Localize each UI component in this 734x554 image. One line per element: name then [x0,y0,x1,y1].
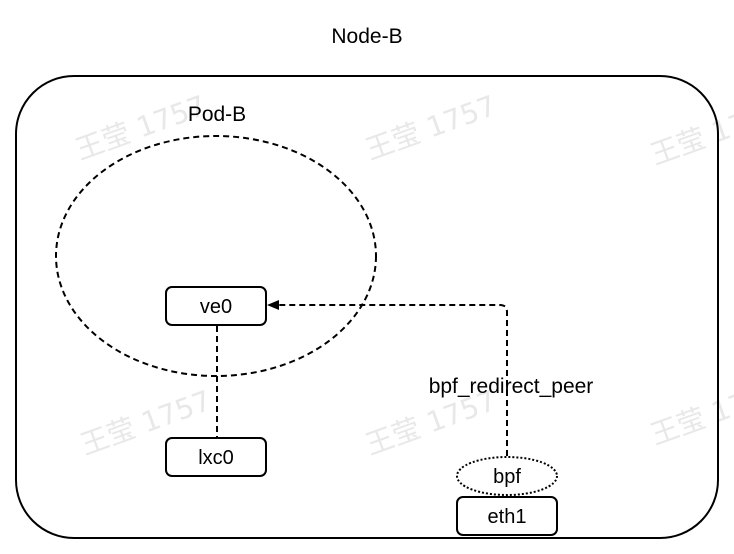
eth1-interface: eth1 [456,496,558,536]
eth1-label: eth1 [488,506,527,528]
ve0-interface: ve0 [165,286,267,326]
bpf-program: bpf [456,456,558,496]
ve0-label: ve0 [200,296,232,318]
eth1-box [456,496,558,536]
watermark-text: 王莹 1757 [646,374,734,452]
bpf-label: bpf [493,466,521,488]
node-container [15,75,719,539]
lxc0-interface: lxc0 [165,437,267,477]
ve0-box [165,286,267,326]
redirect-label: bpf_redirect_peer [429,375,594,398]
pod-title: Pod-B [188,103,246,126]
lxc0-box [165,437,267,477]
watermark-text: 王莹 1757 [71,89,210,167]
redirect-arrow [267,300,508,456]
bpf-ellipse [456,456,558,496]
node-title: Node-B [331,25,402,48]
watermark-text: 王莹 1757 [646,94,734,172]
watermark-layer: 王莹 1757 王莹 1757 王莹 1757 王莹 1757 王莹 1757 … [71,89,734,462]
watermark-text: 王莹 1757 [361,89,500,167]
lxc0-label: lxc0 [198,447,234,469]
